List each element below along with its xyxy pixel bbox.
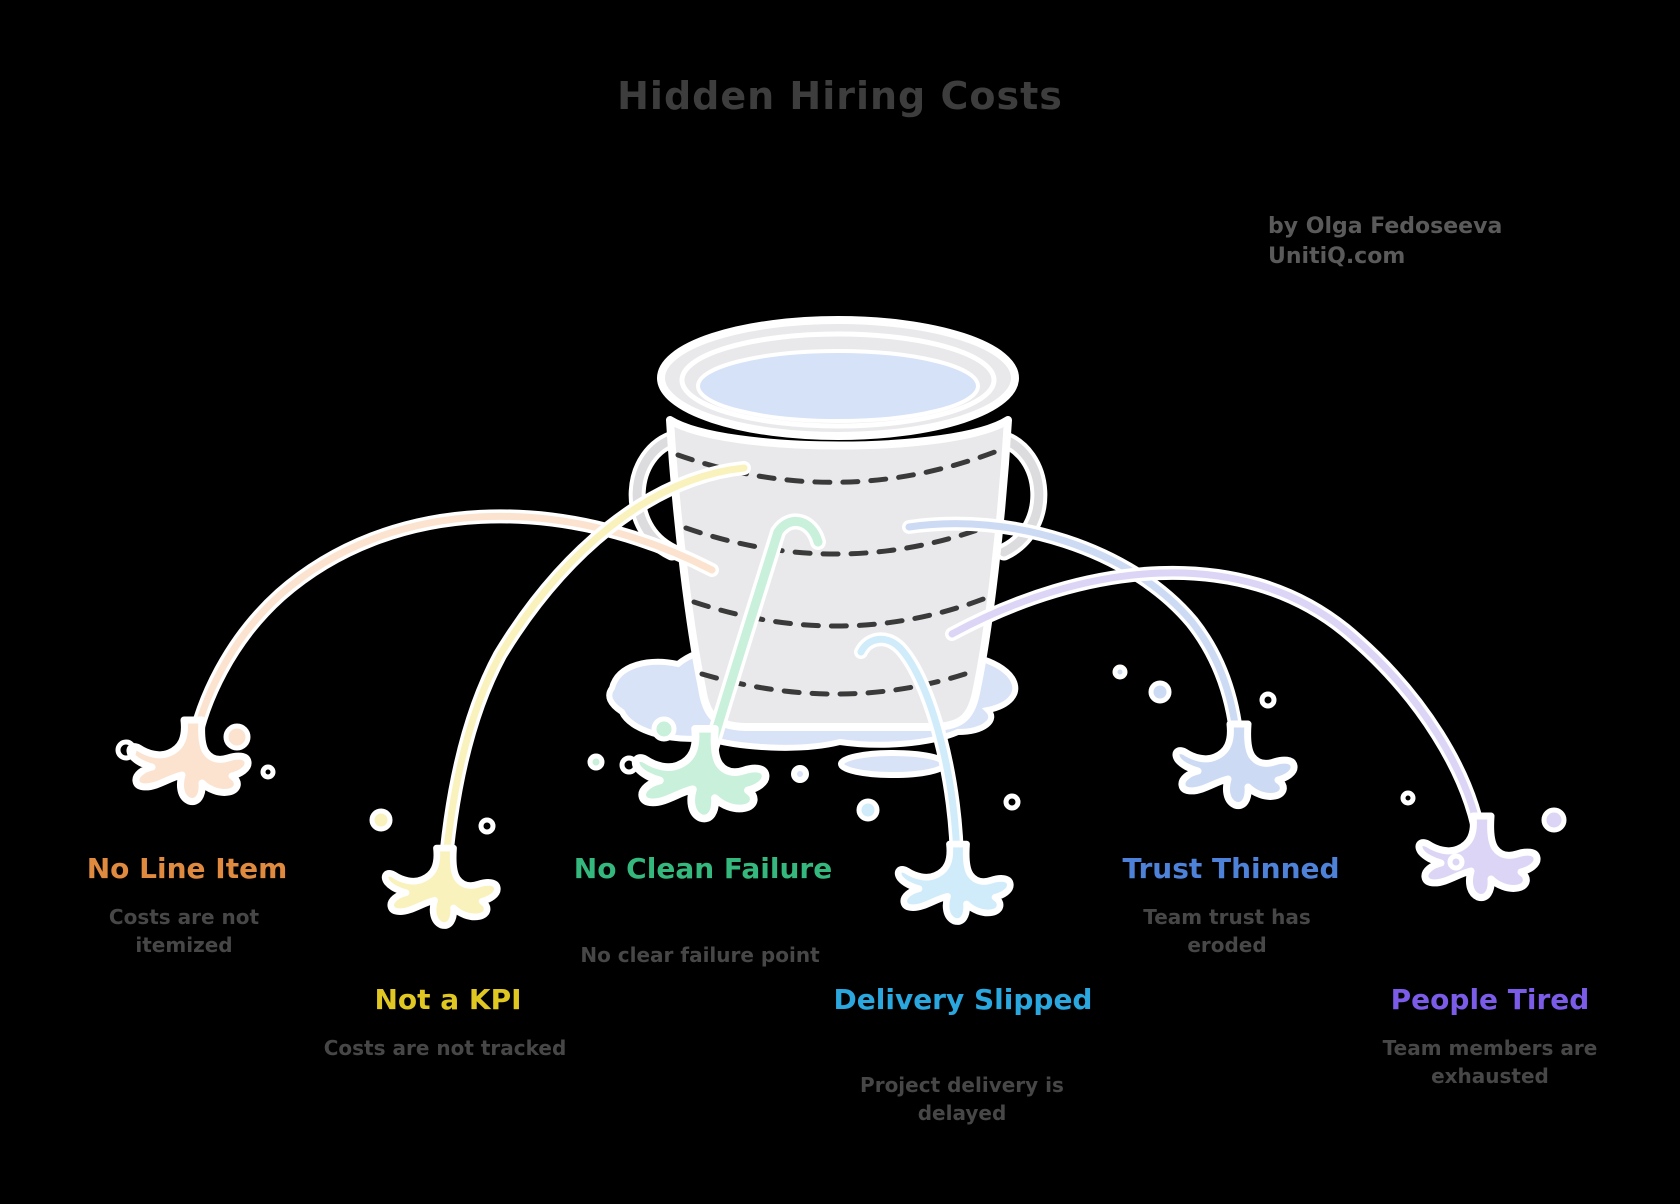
droplet <box>1447 853 1465 871</box>
leak-label-delivery-slipped: Delivery Slipped <box>833 983 1093 1016</box>
splash-not-a-kpi <box>369 808 497 926</box>
droplet <box>619 755 639 775</box>
leak-label-no-clean-failure: No Clean Failure <box>573 852 833 885</box>
stream-no-line-item <box>186 509 719 755</box>
attribution: by Olga Fedoseeva UnitiQ.com <box>1268 212 1502 272</box>
splash-no-clean-failure <box>587 716 766 819</box>
stream-not-a-kpi <box>437 461 751 889</box>
droplet <box>1400 790 1416 806</box>
leak-description-delivery-slipped: Project delivery is delayed <box>860 1073 1064 1125</box>
droplet <box>1112 664 1128 680</box>
droplet <box>1003 793 1021 811</box>
droplet <box>478 817 496 835</box>
bucket-body <box>666 416 1012 731</box>
puddle-side-blob <box>838 750 948 778</box>
bucket-group <box>628 316 1048 731</box>
bucket-dash-line <box>691 595 989 629</box>
bucket-handle-right <box>991 429 1048 561</box>
droplet <box>587 753 605 771</box>
leak-label-trust-thinned: Trust Thinned <box>1122 852 1340 885</box>
leak-label-not-a-kpi: Not a KPI <box>374 983 522 1016</box>
splash-delivery-slipped <box>856 793 1021 922</box>
puddle-droplet <box>791 765 809 783</box>
leak-label-people-tired: People Tired <box>1390 983 1590 1016</box>
stream-delivery-slipped <box>854 632 965 881</box>
droplet <box>1541 807 1567 833</box>
stream-people-tired <box>945 565 1488 853</box>
leak-description-no-line-item: Costs are not itemized <box>108 905 260 957</box>
splash-no-line-item <box>115 720 276 802</box>
stream-no-clean-failure <box>697 513 826 776</box>
droplet <box>223 723 251 751</box>
splash-people-tired <box>1400 790 1567 898</box>
leak-description-not-a-kpi: Costs are not tracked <box>323 1036 567 1060</box>
bucket-water <box>696 349 980 423</box>
droplet <box>1148 680 1172 704</box>
droplet <box>260 764 276 780</box>
droplet <box>651 716 677 742</box>
droplet <box>115 739 137 761</box>
droplet <box>1259 691 1277 709</box>
leak-label-no-line-item: No Line Item <box>86 852 288 885</box>
leak-description-people-tired: Team members are exhausted <box>1382 1036 1598 1088</box>
droplet <box>369 808 393 832</box>
bucket-dash-line <box>683 521 997 557</box>
splash-trust-thinned <box>1112 664 1294 806</box>
attribution-author: by Olga Fedoseeva <box>1268 214 1503 239</box>
attribution-site: UnitiQ.com <box>1268 244 1406 269</box>
stream-trust-thinned <box>902 516 1245 763</box>
droplet <box>856 798 880 822</box>
leak-description-trust-thinned: Team trust has eroded <box>1143 905 1311 957</box>
leak-description-no-clean-failure: No clear failure point <box>580 943 820 967</box>
page-title: Hidden Hiring Costs <box>617 74 1063 118</box>
